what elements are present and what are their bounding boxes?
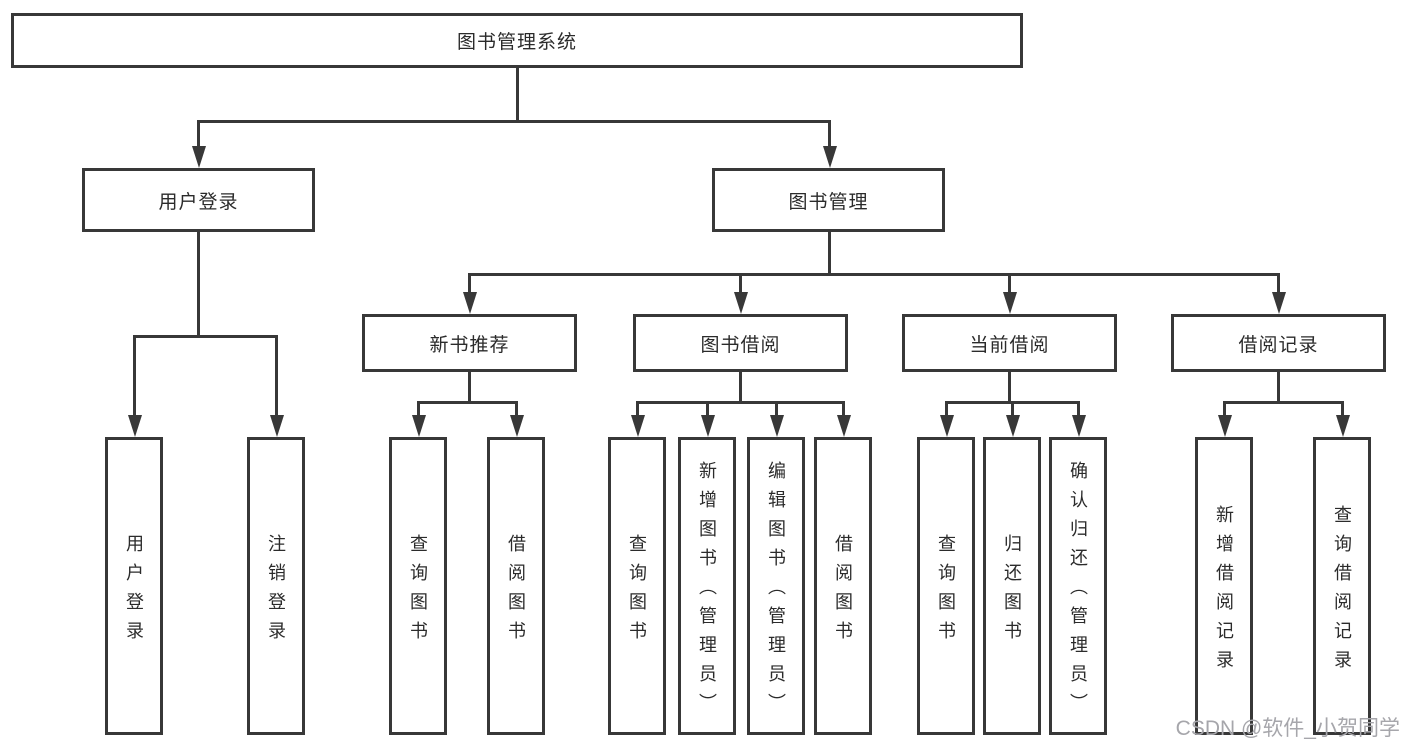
connector-book-management-hline xyxy=(468,273,1280,276)
connector-drop-b1 xyxy=(417,401,420,417)
arrowhead-e2 xyxy=(1336,415,1350,437)
connector-new-book-hline xyxy=(417,401,518,404)
connector-drop-new-book xyxy=(468,273,471,295)
connector-drop-book-borrow xyxy=(739,273,742,295)
arrowhead-d2 xyxy=(1006,415,1020,437)
connector-borrow-records-stem xyxy=(1277,372,1280,404)
arrowhead-d1 xyxy=(940,415,954,437)
connector-drop-book-management xyxy=(828,120,831,150)
node-book-management: 图书管理 xyxy=(712,168,945,232)
connector-root-hline xyxy=(197,120,831,123)
leaf-add-books-admin: 新增图书（管理员） xyxy=(678,437,736,735)
arrowhead-e1 xyxy=(1218,415,1232,437)
connector-drop-c1 xyxy=(636,401,639,417)
arrowhead-user-login xyxy=(192,146,206,168)
connector-book-borrow-stem xyxy=(739,372,742,404)
connector-drop-e2 xyxy=(1341,401,1344,417)
connector-drop-current-borrow xyxy=(1008,273,1011,295)
leaf-edit-books-admin: 编辑图书（管理员） xyxy=(747,437,805,735)
connector-drop-b2 xyxy=(515,401,518,417)
leaf-add-borrow-record: 新增借阅记录 xyxy=(1195,437,1253,735)
arrowhead-book-management xyxy=(823,146,837,168)
arrowhead-c1 xyxy=(631,415,645,437)
connector-book-borrow-hline xyxy=(636,401,845,404)
node-borrowing-records: 借阅记录 xyxy=(1171,314,1386,372)
leaf-borrow-books-recommend: 借阅图书 xyxy=(487,437,545,735)
connector-drop-e1 xyxy=(1223,401,1226,417)
leaf-query-books-borrow: 查询图书 xyxy=(608,437,666,735)
connector-new-book-stem xyxy=(468,372,471,404)
arrowhead-d3 xyxy=(1072,415,1086,437)
connector-borrow-records-hline xyxy=(1223,401,1343,404)
arrowhead-leaf-user-login xyxy=(128,415,142,437)
leaf-borrow-books: 借阅图书 xyxy=(814,437,872,735)
leaf-query-books-recommend: 查询图书 xyxy=(389,437,447,735)
connector-drop-c2 xyxy=(706,401,709,417)
node-user-login: 用户登录 xyxy=(82,168,315,232)
connector-drop-d1 xyxy=(945,401,948,417)
connector-drop-borrow-records xyxy=(1277,273,1280,295)
arrowhead-b2 xyxy=(510,415,524,437)
connector-drop-user-login xyxy=(197,120,200,150)
connector-user-login-hline xyxy=(133,335,278,338)
connector-book-management-stem xyxy=(828,232,831,273)
node-new-book-recommend: 新书推荐 xyxy=(362,314,577,372)
arrowhead-book-borrow xyxy=(734,292,748,314)
connector-drop-c3 xyxy=(775,401,778,417)
leaf-user-login: 用户登录 xyxy=(105,437,163,735)
node-book-borrowing: 图书借阅 xyxy=(633,314,848,372)
connector-drop-leaf-user-login xyxy=(133,335,136,417)
connector-current-borrow-stem xyxy=(1008,372,1011,404)
node-current-borrowing: 当前借阅 xyxy=(902,314,1117,372)
connector-drop-d3 xyxy=(1077,401,1080,417)
arrowhead-new-book xyxy=(463,292,477,314)
leaf-query-borrow-record: 查询借阅记录 xyxy=(1313,437,1371,735)
arrowhead-c2 xyxy=(701,415,715,437)
node-library-management-system: 图书管理系统 xyxy=(11,13,1023,68)
arrowhead-b1 xyxy=(412,415,426,437)
csdn-watermark: CSDN @软件_小贺同学 xyxy=(1175,717,1400,740)
leaf-return-books: 归还图书 xyxy=(983,437,1041,735)
arrowhead-current-borrow xyxy=(1003,292,1017,314)
arrowhead-leaf-logout xyxy=(270,415,284,437)
connector-drop-c4 xyxy=(842,401,845,417)
connector-drop-leaf-logout xyxy=(275,335,278,417)
leaf-query-books-current: 查询图书 xyxy=(917,437,975,735)
connector-root-stem xyxy=(516,68,519,120)
leaf-logout-login: 注销登录 xyxy=(247,437,305,735)
leaf-confirm-return-admin: 确认归还（管理员） xyxy=(1049,437,1107,735)
connector-user-login-stem xyxy=(197,232,200,335)
arrowhead-c4 xyxy=(837,415,851,437)
arrowhead-c3 xyxy=(770,415,784,437)
arrowhead-borrow-records xyxy=(1272,292,1286,314)
connector-drop-d2 xyxy=(1011,401,1014,417)
